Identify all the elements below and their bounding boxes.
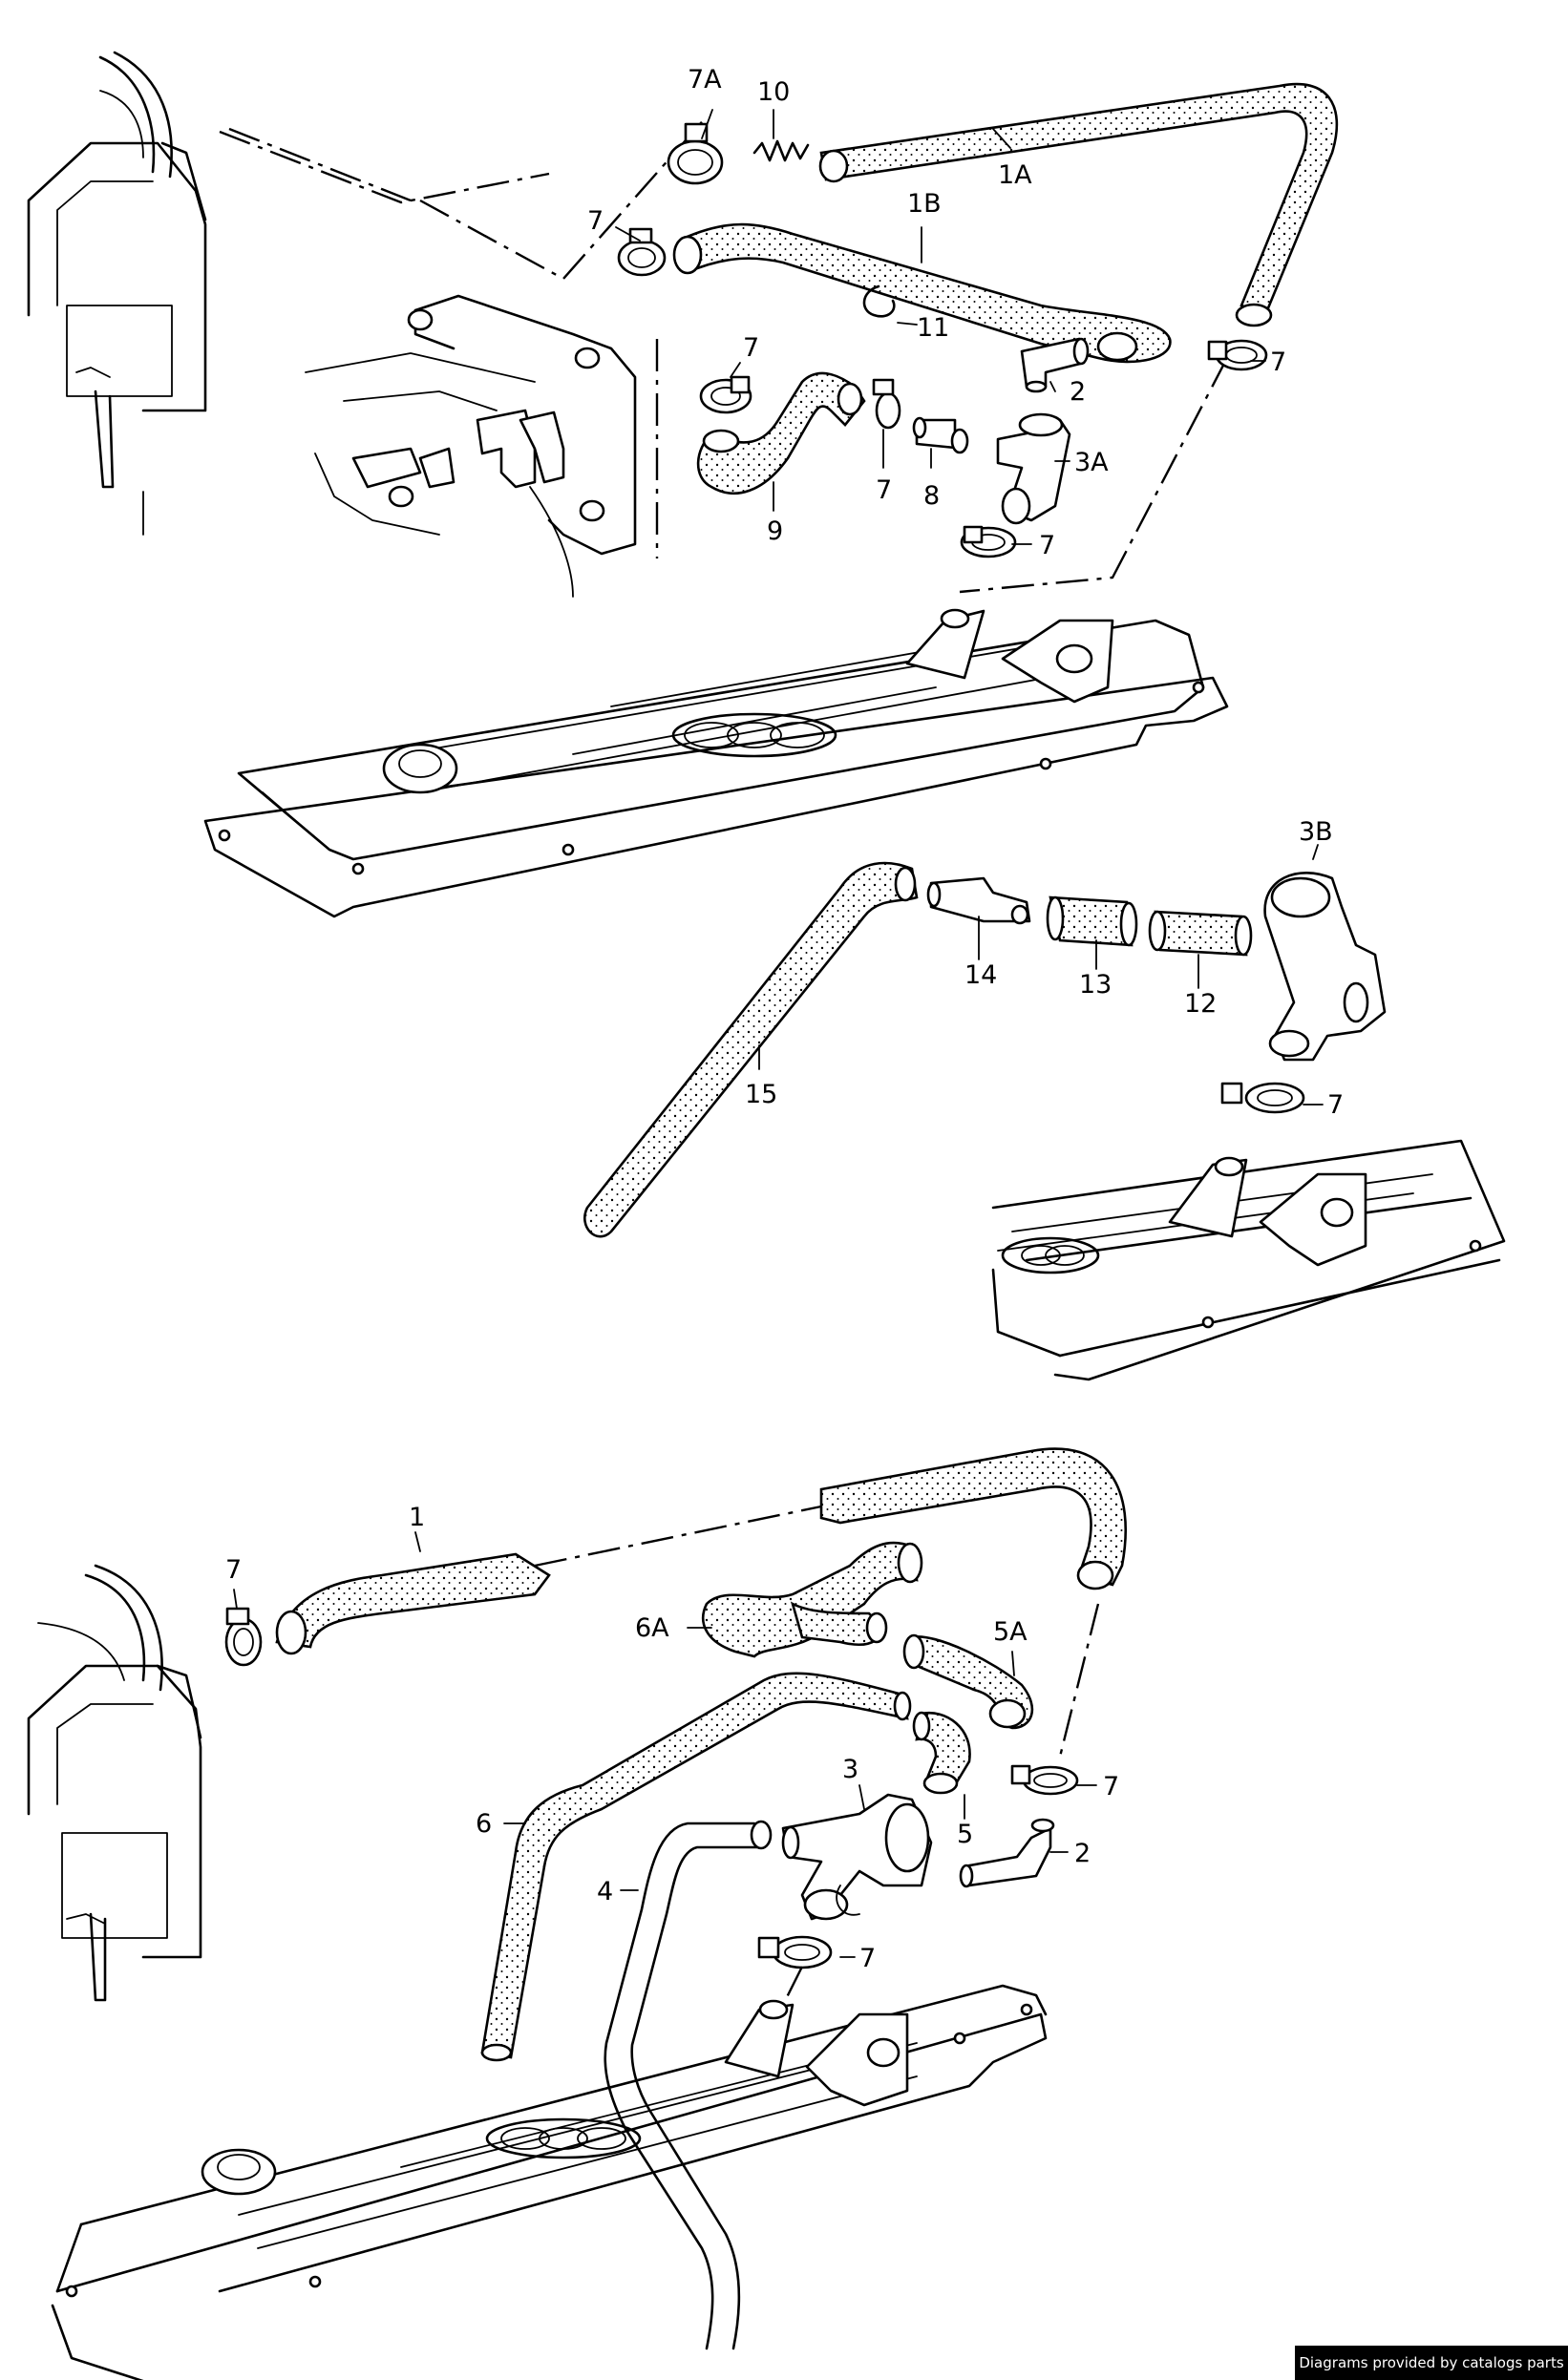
label-7A: 7A [688, 65, 722, 95]
hose-1B [681, 222, 1172, 364]
upper-assembly [27, 51, 1339, 918]
label-1: 1 [409, 1503, 425, 1532]
lower-assembly [27, 1447, 1127, 2380]
label-7-below-9: 7 [876, 475, 892, 505]
valve-8 [912, 416, 969, 454]
label-14: 14 [964, 960, 997, 990]
label-4: 4 [597, 1877, 613, 1906]
part-labels: 7A 10 1A 1B 7 11 7 2 7 3A 9 7 8 7 3B 14 … [225, 65, 1344, 1973]
label-7-mid-right: 7 [1327, 1090, 1344, 1120]
connection-line [959, 357, 1229, 594]
connection-line [219, 130, 550, 204]
air-filter-housing-lower [27, 1564, 202, 2002]
hose-9 [696, 371, 866, 495]
connection-line [228, 127, 412, 202]
label-2-upper: 2 [1070, 377, 1086, 407]
hose-15 [583, 861, 919, 1238]
elbow-2-upper [1020, 337, 1090, 393]
elbow-2-lower [959, 1818, 1055, 1888]
label-8: 8 [923, 481, 940, 511]
label-7-lower-right: 7 [1103, 1772, 1119, 1801]
label-3A: 3A [1074, 448, 1109, 477]
clamp-7-lower-left [224, 1607, 263, 1667]
label-3B: 3B [1299, 817, 1333, 847]
valve-cover-upper [203, 608, 1229, 918]
clamp-7-lower-mid [757, 1935, 833, 1969]
label-7-below-3A: 7 [1039, 531, 1055, 560]
hook-11 [862, 284, 896, 318]
clamp-7-top-left [617, 227, 667, 277]
valve-cover-middle [991, 1139, 1506, 1381]
leader-lines [233, 109, 1324, 1958]
clamp-7-upper-right [1207, 339, 1268, 371]
fitting-14 [926, 876, 1031, 925]
label-10: 10 [757, 77, 790, 107]
hose-6A [701, 1541, 919, 1658]
clamp-7A [667, 122, 724, 185]
label-2-lower: 2 [1074, 1839, 1091, 1868]
hose-4-inner [630, 1845, 766, 2350]
clamp-7-upper-mid [699, 375, 752, 414]
label-7-lower-mid: 7 [859, 1944, 876, 1973]
label-1B: 1B [907, 189, 942, 219]
air-filter-housing-upper [27, 51, 207, 536]
label-13: 13 [1079, 970, 1112, 1000]
label-7-lower-left: 7 [225, 1555, 242, 1585]
label-9: 9 [767, 516, 783, 546]
label-15: 15 [745, 1080, 777, 1109]
label-6: 6 [476, 1809, 492, 1839]
label-7-upper-right: 7 [1270, 348, 1286, 377]
manifold-flange [305, 294, 637, 598]
label-3: 3 [842, 1755, 858, 1784]
hose-6 [480, 1672, 909, 2059]
hose-12 [1154, 910, 1248, 957]
valve-cover-lower [51, 1984, 1048, 2380]
hose-1-far [819, 1447, 1127, 1587]
label-1A: 1A [998, 160, 1032, 190]
label-7-upper-mid: 7 [743, 333, 759, 363]
label-6A: 6A [635, 1613, 669, 1643]
hose-4 [604, 1822, 756, 2350]
t-piece-3 [781, 1793, 933, 1921]
label-5A: 5A [993, 1617, 1028, 1647]
clamp-7-lower-right [1010, 1764, 1079, 1796]
t-piece-3A [996, 412, 1071, 525]
middle-assembly [583, 861, 1506, 1381]
label-5: 5 [957, 1820, 973, 1849]
label-11: 11 [917, 313, 949, 343]
diagram-credit: Diagrams provided by catalogs parts [1295, 2346, 1568, 2380]
connection-line [534, 1505, 822, 1568]
clamp-7-below-9 [872, 378, 901, 430]
t-piece-3B [1263, 871, 1387, 1062]
label-7-top-left: 7 [587, 206, 604, 236]
spring-10 [752, 139, 810, 162]
connection-line [781, 1966, 804, 2006]
clamp-7-mid-right [1220, 1082, 1305, 1114]
clamp-7-below-3A [960, 525, 1017, 558]
hose-1 [275, 1552, 551, 1649]
label-12: 12 [1184, 989, 1217, 1019]
connection-line [1058, 1603, 1100, 1758]
